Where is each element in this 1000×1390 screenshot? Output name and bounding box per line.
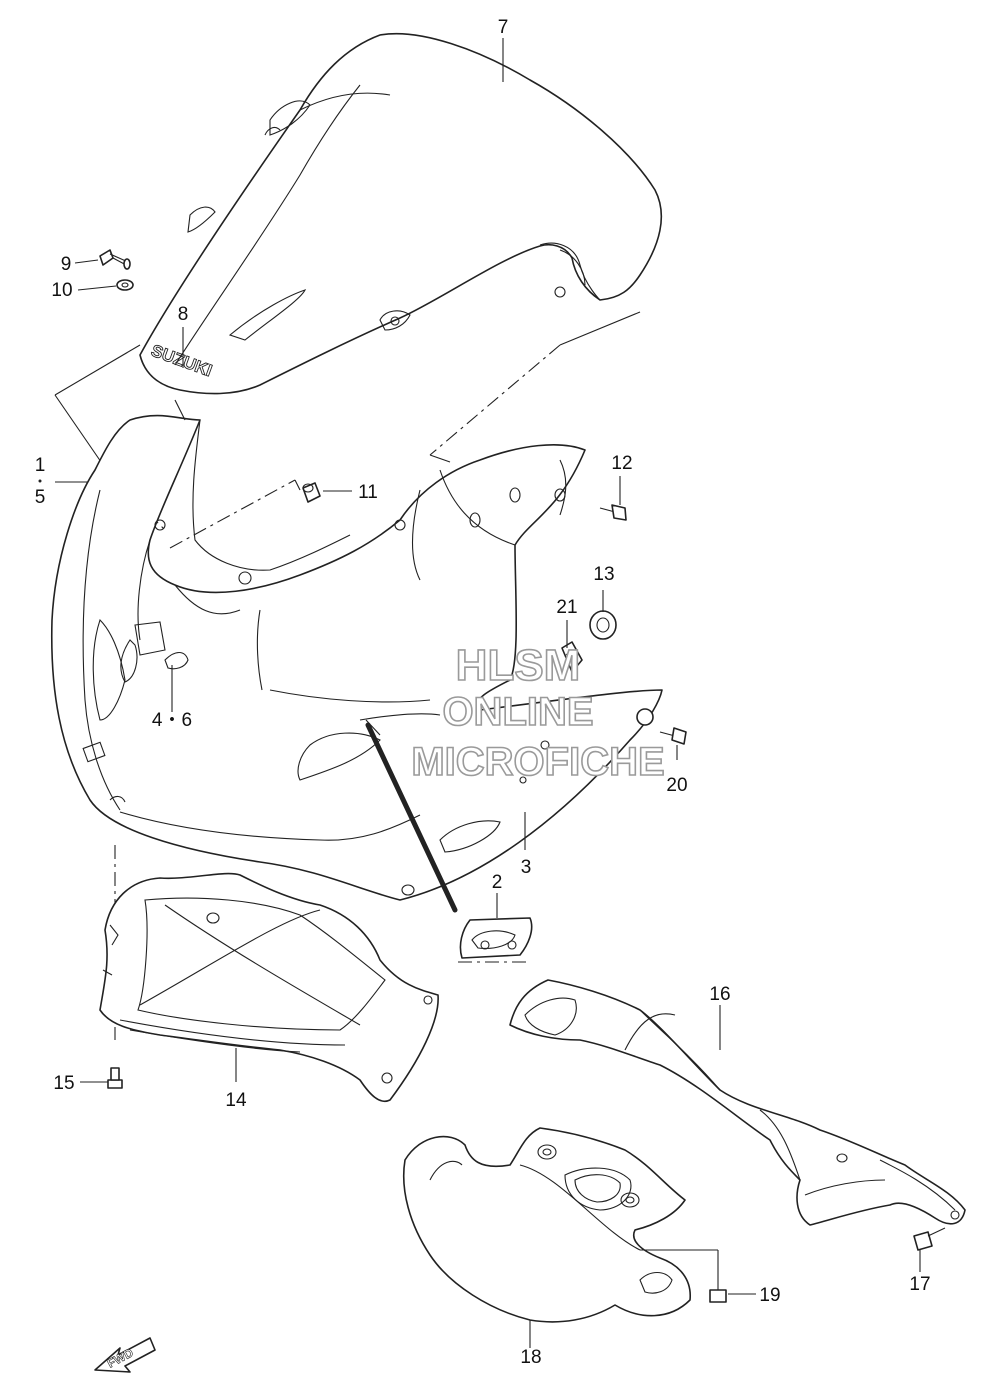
- screw-20: [636, 708, 687, 745]
- emblem-part: [458, 917, 533, 963]
- callout-13: 13: [593, 564, 614, 585]
- bolt-19: [709, 1278, 727, 1303]
- callout-1: 1: [35, 455, 46, 476]
- callout-15: 15: [53, 1073, 74, 1094]
- side-duct-part: [509, 979, 966, 1226]
- fastener-bolt-9: [99, 249, 131, 270]
- watermark-line1: HLSM: [456, 641, 581, 690]
- watermark-line3: MICROFICHE: [411, 740, 664, 784]
- lower-panel-part: [402, 1127, 691, 1323]
- watermark-line2: ONLINE: [442, 690, 593, 734]
- callout-7: 7: [498, 17, 509, 38]
- upper-cowling-part: [50, 399, 663, 913]
- callout-17: 17: [909, 1274, 930, 1295]
- callout-16: 16: [709, 984, 730, 1005]
- inner-panel-part: [99, 872, 439, 1102]
- watermark: HLSM ONLINE MICROFICHE: [411, 640, 666, 785]
- screw-17: [913, 1227, 946, 1251]
- rivet-15: [107, 1067, 123, 1089]
- callout-8: 8: [178, 304, 189, 325]
- callout-12: 12: [611, 453, 632, 474]
- callout-3: 3: [521, 857, 532, 878]
- callout-20: 20: [666, 775, 687, 796]
- callout-10: 10: [51, 280, 72, 301]
- callout-21: 21: [556, 597, 577, 618]
- grommet-13: [589, 610, 617, 640]
- forward-arrow-icon: FWD: [94, 1337, 156, 1373]
- callout-5: 5: [35, 487, 46, 508]
- washer-10: [116, 279, 134, 291]
- callout-labels: 7 9 10 8 1 5 11 12 13 21 4・6 20 3 2 16 1…: [35, 17, 931, 1368]
- callout-4-6: 4・6: [152, 710, 192, 731]
- callout-2: 2: [492, 872, 503, 893]
- callout-18: 18: [520, 1347, 541, 1368]
- callout-14: 14: [225, 1090, 247, 1111]
- screw-12: [599, 504, 627, 521]
- nut-11: [302, 482, 321, 503]
- clip-21: [561, 641, 583, 673]
- windscreen-part: SUZUKI: [139, 32, 663, 395]
- leader-lines: [38, 38, 921, 1348]
- callout-9: 9: [61, 254, 72, 275]
- callout-19: 19: [759, 1285, 780, 1306]
- callout-11: 11: [358, 482, 378, 503]
